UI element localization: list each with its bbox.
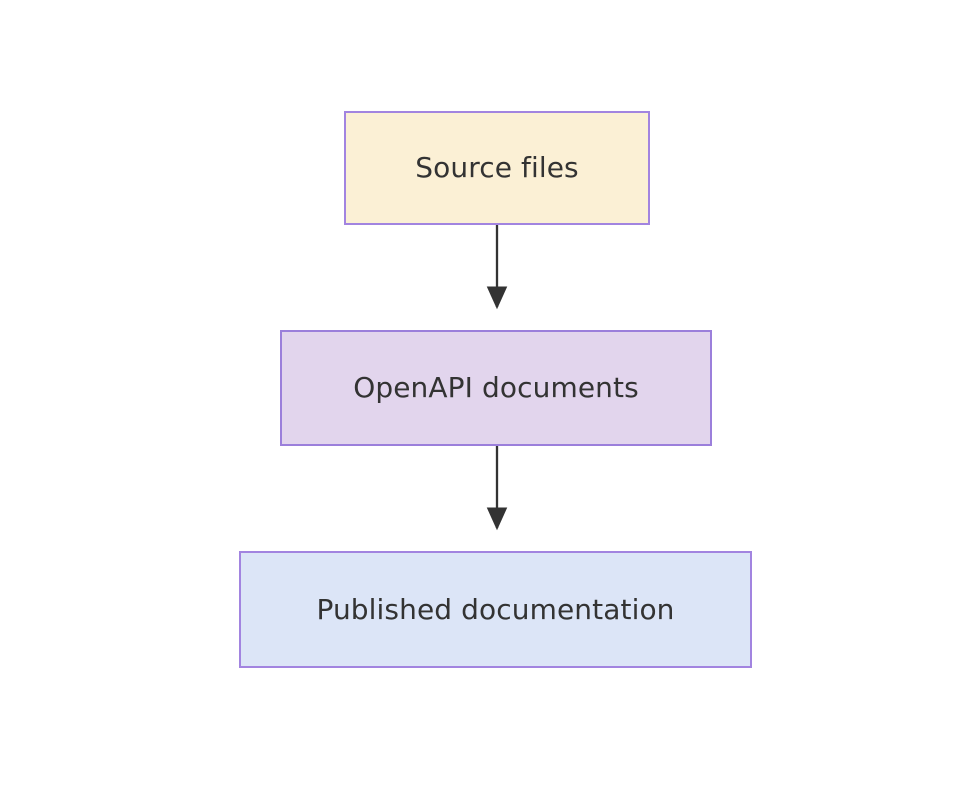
flowchart-node-openapi-documents[interactable]: OpenAPI documents: [280, 330, 712, 446]
node-label-published-documentation: Published documentation: [316, 592, 675, 626]
node-label-source-files: Source files: [415, 151, 579, 185]
flowchart-node-source-files[interactable]: Source files: [344, 111, 650, 225]
flowchart-node-published-documentation[interactable]: Published documentation: [239, 551, 752, 668]
node-label-openapi-documents: OpenAPI documents: [353, 371, 639, 405]
